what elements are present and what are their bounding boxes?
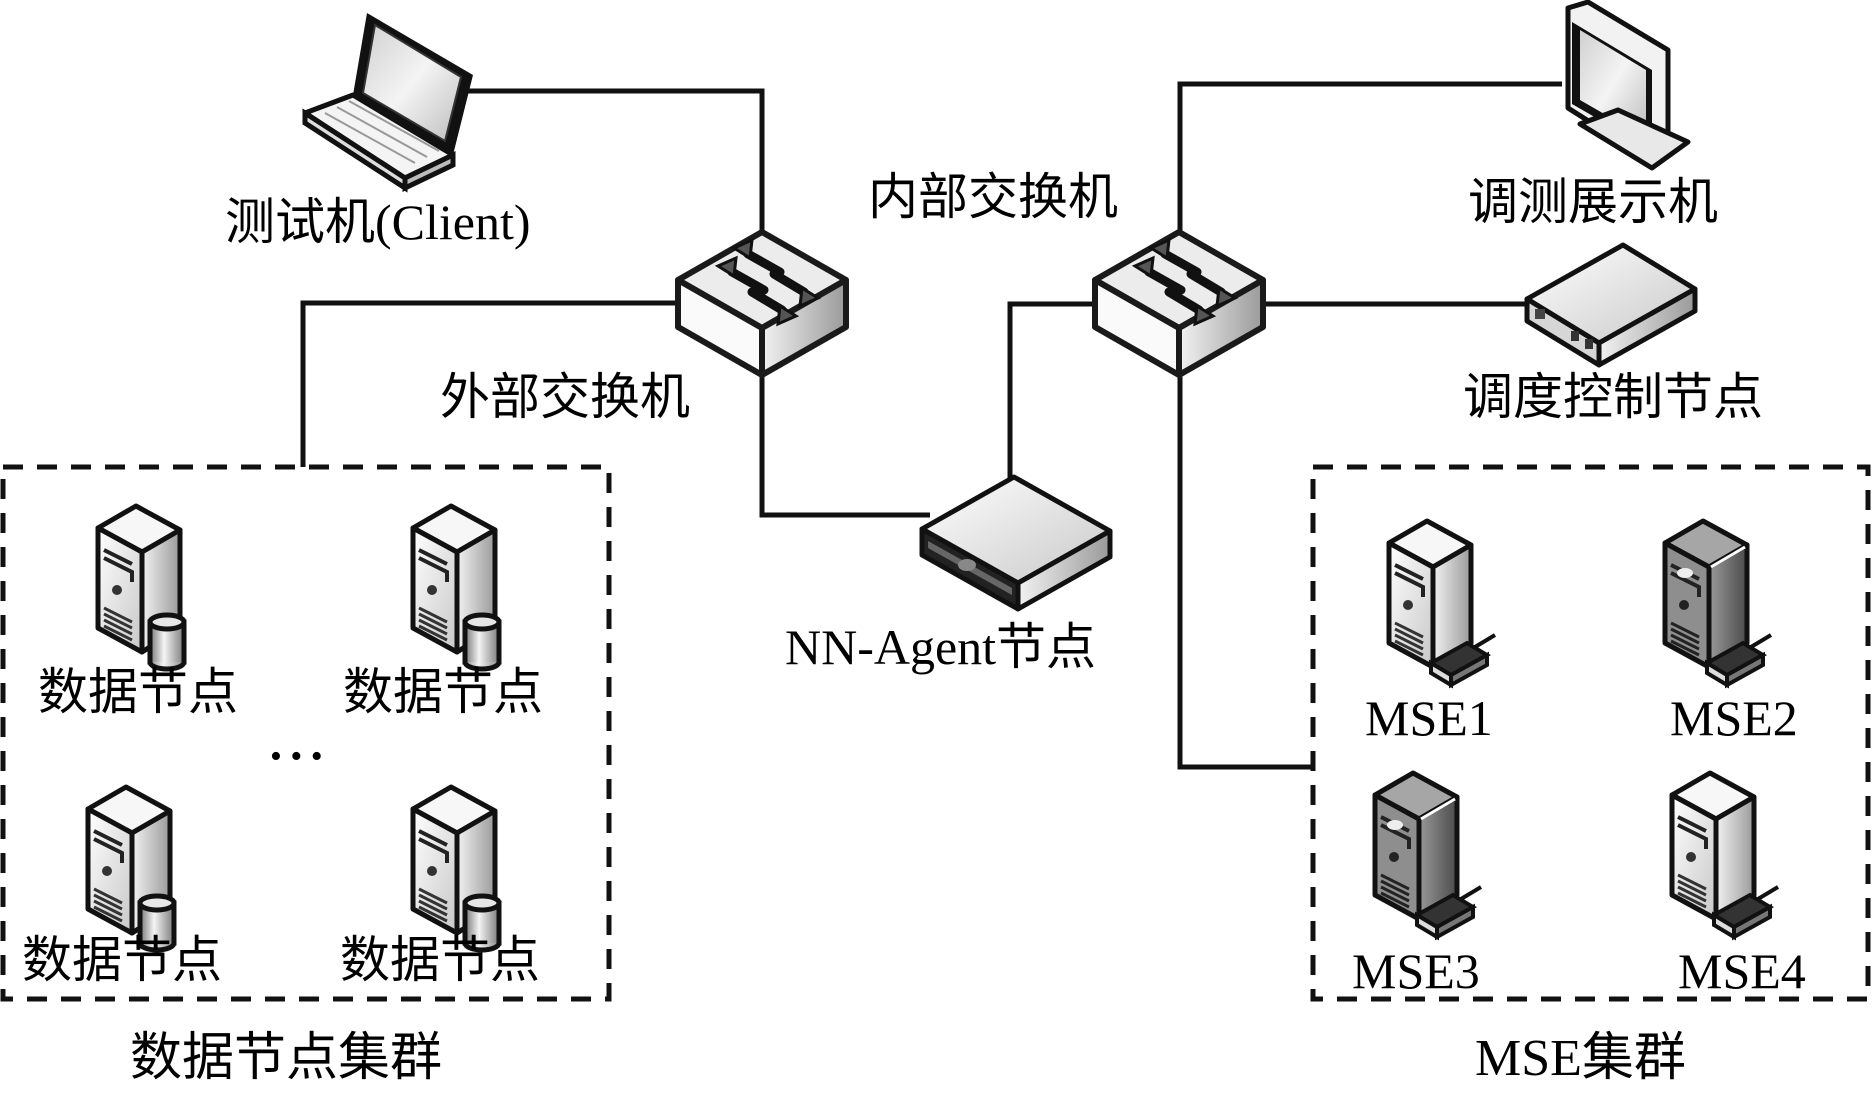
scheduler-label: 调度控制节点 (1463, 369, 1763, 425)
server-appliance-icon (919, 474, 1113, 612)
monitor-label: 调测展示机 (1468, 174, 1718, 230)
link-external-switch-nn-agent (759, 375, 930, 518)
laptop-icon (302, 13, 473, 193)
nn-agent-label: NN-Agent节点 (785, 619, 1097, 675)
external-switch-icon (678, 232, 846, 375)
link-internal-switch-monitor (1177, 81, 1562, 232)
monitor-icon (1565, 0, 1691, 171)
connection-lines (300, 81, 1562, 770)
data-node-label-3: 数据节点 (22, 932, 222, 988)
ellipsis: • • • (270, 738, 323, 775)
mse-label-1: MSE1 (1365, 690, 1493, 746)
link-client-external-switch (466, 88, 765, 232)
mse-cluster-box (1310, 464, 1871, 1002)
client-label: 测试机(Client) (225, 194, 531, 250)
data-node-2 (413, 506, 499, 669)
data-node-label-1: 数据节点 (38, 664, 238, 720)
tower-server-icon (1375, 773, 1457, 919)
data-cluster-label: 数据节点集群 (130, 1030, 443, 1087)
tower-server-icon (1672, 773, 1754, 919)
mse-node-3 (1375, 773, 1483, 939)
link-internal-switch-mse-cluster (1177, 375, 1313, 770)
mse-node-4 (1672, 773, 1780, 939)
link-external-switch-data-cluster (300, 300, 680, 467)
data-node-4 (413, 787, 499, 950)
tower-server-icon (1389, 521, 1471, 667)
internal-switch-icon (1095, 232, 1263, 375)
internal-switch-label: 内部交换机 (868, 169, 1118, 225)
data-node-1 (98, 506, 184, 669)
tower-server-icon (1665, 521, 1747, 667)
data-cluster-box (0, 464, 612, 1002)
mse-node-1 (1389, 521, 1497, 687)
data-node-3 (88, 787, 174, 950)
mse-label-3: MSE3 (1352, 943, 1480, 999)
mse-cluster-label: MSE集群 (1475, 1030, 1686, 1087)
data-node-label-4: 数据节点 (340, 932, 540, 988)
mse-node-2 (1665, 521, 1773, 687)
network-device-icon (1524, 242, 1698, 368)
link-nn-agent-internal-switch (1007, 301, 1095, 480)
mse-label-2: MSE2 (1670, 690, 1798, 746)
external-switch-label: 外部交换机 (440, 369, 690, 425)
mse-label-4: MSE4 (1678, 943, 1806, 999)
data-node-label-2: 数据节点 (343, 664, 543, 720)
